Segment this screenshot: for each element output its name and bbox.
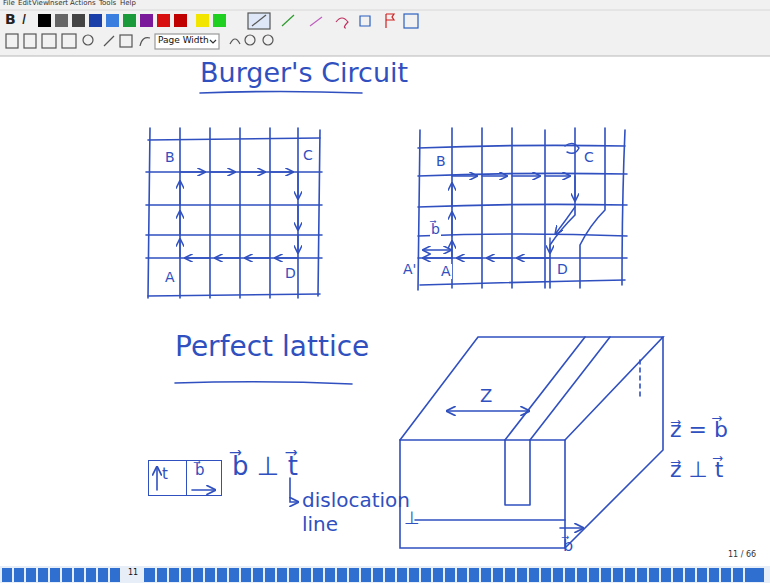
point-label: C xyxy=(302,148,314,163)
equation: z⃗ = b⃗ xyxy=(670,418,728,442)
menu-item: Help xyxy=(120,0,136,8)
menu-item: File xyxy=(3,0,15,8)
caption-underline xyxy=(175,382,352,384)
point-label: A xyxy=(164,270,176,285)
axis-label: Z xyxy=(480,386,492,406)
toolbar xyxy=(0,0,770,56)
perfect-lattice-grid xyxy=(146,128,322,298)
burgers-vector xyxy=(424,249,450,250)
dislocation-symbol: ⊥ xyxy=(404,508,420,528)
page-tabs xyxy=(2,568,764,582)
vector-box: t b⃗ xyxy=(148,460,222,496)
vector-label: b⃗ xyxy=(563,537,573,555)
vector-symbol: t xyxy=(162,466,168,483)
hook-arrow xyxy=(290,478,297,502)
menu-item: Actions xyxy=(70,0,96,8)
point-label: A' xyxy=(402,262,417,277)
line-direction-arrow xyxy=(448,410,528,412)
line-direction-arrow xyxy=(156,468,158,490)
scribble xyxy=(565,143,579,153)
bold-button: B xyxy=(5,12,16,27)
burgers-vector-arrow xyxy=(192,489,214,491)
menu-item: Edit xyxy=(18,0,32,8)
zoom-dropdown: Page Width xyxy=(158,36,209,46)
menu-item: View xyxy=(32,0,49,8)
point-label: D xyxy=(284,266,297,281)
caption: Perfect lattice xyxy=(175,332,369,363)
equation: z⃗ ⊥ t⃗ xyxy=(670,458,723,482)
page-number: 11 / 66 xyxy=(728,551,756,560)
burgers-circuit-path xyxy=(180,172,298,258)
menu-item: Tools xyxy=(99,0,116,8)
equation: b⃗ ⊥ t⃗ xyxy=(232,452,298,481)
burgers-circuit-path xyxy=(424,143,579,258)
point-label: C xyxy=(583,150,595,165)
point-label: B xyxy=(164,150,176,165)
box-divider xyxy=(186,461,187,495)
point-label: A xyxy=(440,264,452,279)
point-label: B xyxy=(435,154,447,169)
italic-button: I xyxy=(22,12,26,27)
point-label: D xyxy=(556,262,569,277)
vector-label: b⃗ xyxy=(430,222,441,237)
color-swatches xyxy=(38,14,226,27)
menu-item: Insert xyxy=(48,0,68,8)
vector-symbol: b⃗ xyxy=(195,462,205,479)
title: Burger's Circuit xyxy=(200,58,408,88)
dislocated-lattice-grid xyxy=(418,128,627,290)
page-tab-label: 11 xyxy=(128,569,138,578)
tool-icons xyxy=(6,13,418,49)
title-underline xyxy=(200,92,362,94)
crystal-block xyxy=(400,337,663,548)
